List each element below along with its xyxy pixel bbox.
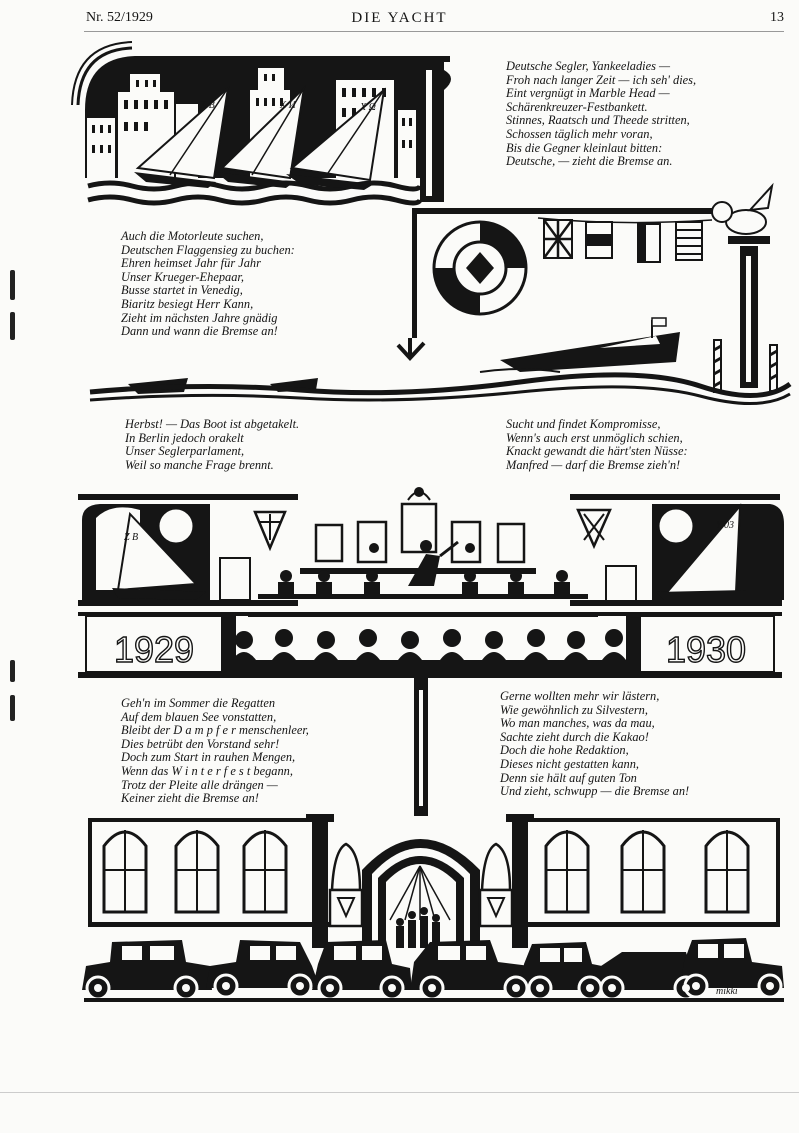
- verse-kompromisse: Sucht und findet Kompromisse,Wenn's auch…: [506, 417, 688, 472]
- magazine-title: DIE YACHT: [351, 10, 448, 26]
- issue-number: Nr. 52/1929: [86, 10, 153, 25]
- year-label-1929: 1929: [114, 629, 194, 670]
- sail-mark: Y 03: [716, 520, 734, 531]
- sail-mark: X И: [279, 100, 297, 111]
- artist-signature: mikki: [716, 986, 738, 997]
- sail-mark: X B: [199, 100, 215, 111]
- verse-herbst: Herbst! — Das Boot ist abgetakelt.In Ber…: [125, 417, 300, 472]
- binder-mark: [10, 695, 15, 721]
- parliament-illustration: Z B Y 03: [78, 487, 784, 816]
- motorboat-flags-illustration: [89, 182, 792, 405]
- sail-mark: X Ω: [359, 102, 376, 113]
- binder-mark: [10, 270, 15, 300]
- verse-redaktion: Gerne wollten mehr wir lästern,Wie gewöh…: [500, 689, 690, 799]
- sail-mark: Z B: [124, 532, 138, 543]
- clubhouse-cars-illustration: mikki: [82, 814, 784, 1002]
- skyline-regatta-illustration: X B X И X Ω: [71, 41, 451, 210]
- verse-segler: Deutsche Segler, Yankeeladies —Froh nach…: [506, 59, 697, 169]
- page-number: 13: [770, 10, 784, 25]
- binder-mark: [10, 312, 15, 340]
- binder-mark: [10, 660, 15, 682]
- year-label-1930: 1930: [666, 629, 746, 670]
- verse-motorleute: Auch die Motorleute suchen,Deutschen Fla…: [121, 229, 295, 339]
- footer-rule: [0, 1092, 799, 1093]
- header-rule: [84, 31, 784, 32]
